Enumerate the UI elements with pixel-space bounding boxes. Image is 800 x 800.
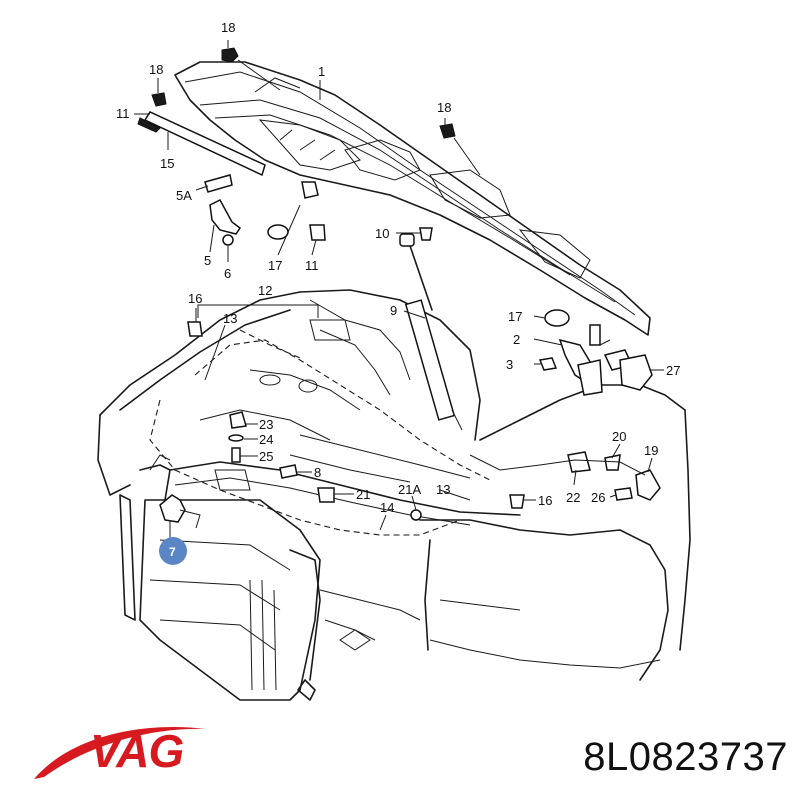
callout-22: 22 xyxy=(566,490,580,505)
highlight-marker[interactable]: 7 xyxy=(159,537,187,565)
callout-labels: 18 18 1 11 18 15 5A 5 6 17 11 10 16 12 1… xyxy=(116,20,680,515)
small-parts xyxy=(151,47,661,529)
callout-13-top: 13 xyxy=(223,311,237,326)
callout-5a: 5A xyxy=(176,188,192,203)
callout-21: 21 xyxy=(356,487,370,502)
callout-18-top: 18 xyxy=(221,20,235,35)
callout-15: 15 xyxy=(160,156,174,171)
logo-wordmark: VAG xyxy=(90,725,183,777)
vag-logo: VAG xyxy=(34,725,206,779)
callout-20: 20 xyxy=(612,429,626,444)
callout-24: 24 xyxy=(259,432,273,447)
gas-strut xyxy=(399,233,463,431)
callout-1: 1 xyxy=(318,64,325,79)
logo-swoosh xyxy=(34,727,206,779)
callout-26: 26 xyxy=(591,490,605,505)
hood-panel xyxy=(174,61,651,336)
callout-19: 19 xyxy=(644,443,658,458)
callout-27: 27 xyxy=(666,363,680,378)
callout-17-left: 17 xyxy=(268,258,282,273)
callout-25: 25 xyxy=(259,449,273,464)
callout-11-mid: 11 xyxy=(305,258,319,273)
callout-16-right: 16 xyxy=(538,493,552,508)
callout-5: 5 xyxy=(204,253,211,268)
callout-3: 3 xyxy=(506,357,513,372)
callout-10: 10 xyxy=(375,226,389,241)
callout-12: 12 xyxy=(258,283,272,298)
callout-18-left: 18 xyxy=(149,62,163,77)
callout-17-right: 17 xyxy=(508,309,522,324)
callout-23: 23 xyxy=(259,417,273,432)
seal-strip xyxy=(137,111,266,177)
callout-8: 8 xyxy=(314,465,321,480)
leader-lines xyxy=(134,40,664,538)
callout-13-bottom: 13 xyxy=(436,482,450,497)
callout-9: 9 xyxy=(390,303,397,318)
part-number: 8L0823737 xyxy=(583,735,788,779)
callout-14: 14 xyxy=(380,500,394,515)
callout-18-right: 18 xyxy=(437,100,451,115)
callout-16-top: 16 xyxy=(188,291,202,306)
callout-2: 2 xyxy=(513,332,520,347)
callout-7[interactable]: 7 xyxy=(169,545,176,559)
callout-21a: 21A xyxy=(398,482,421,497)
callout-6: 6 xyxy=(224,266,231,281)
callout-11-left: 11 xyxy=(116,106,130,121)
highlight-circle[interactable] xyxy=(159,537,187,565)
